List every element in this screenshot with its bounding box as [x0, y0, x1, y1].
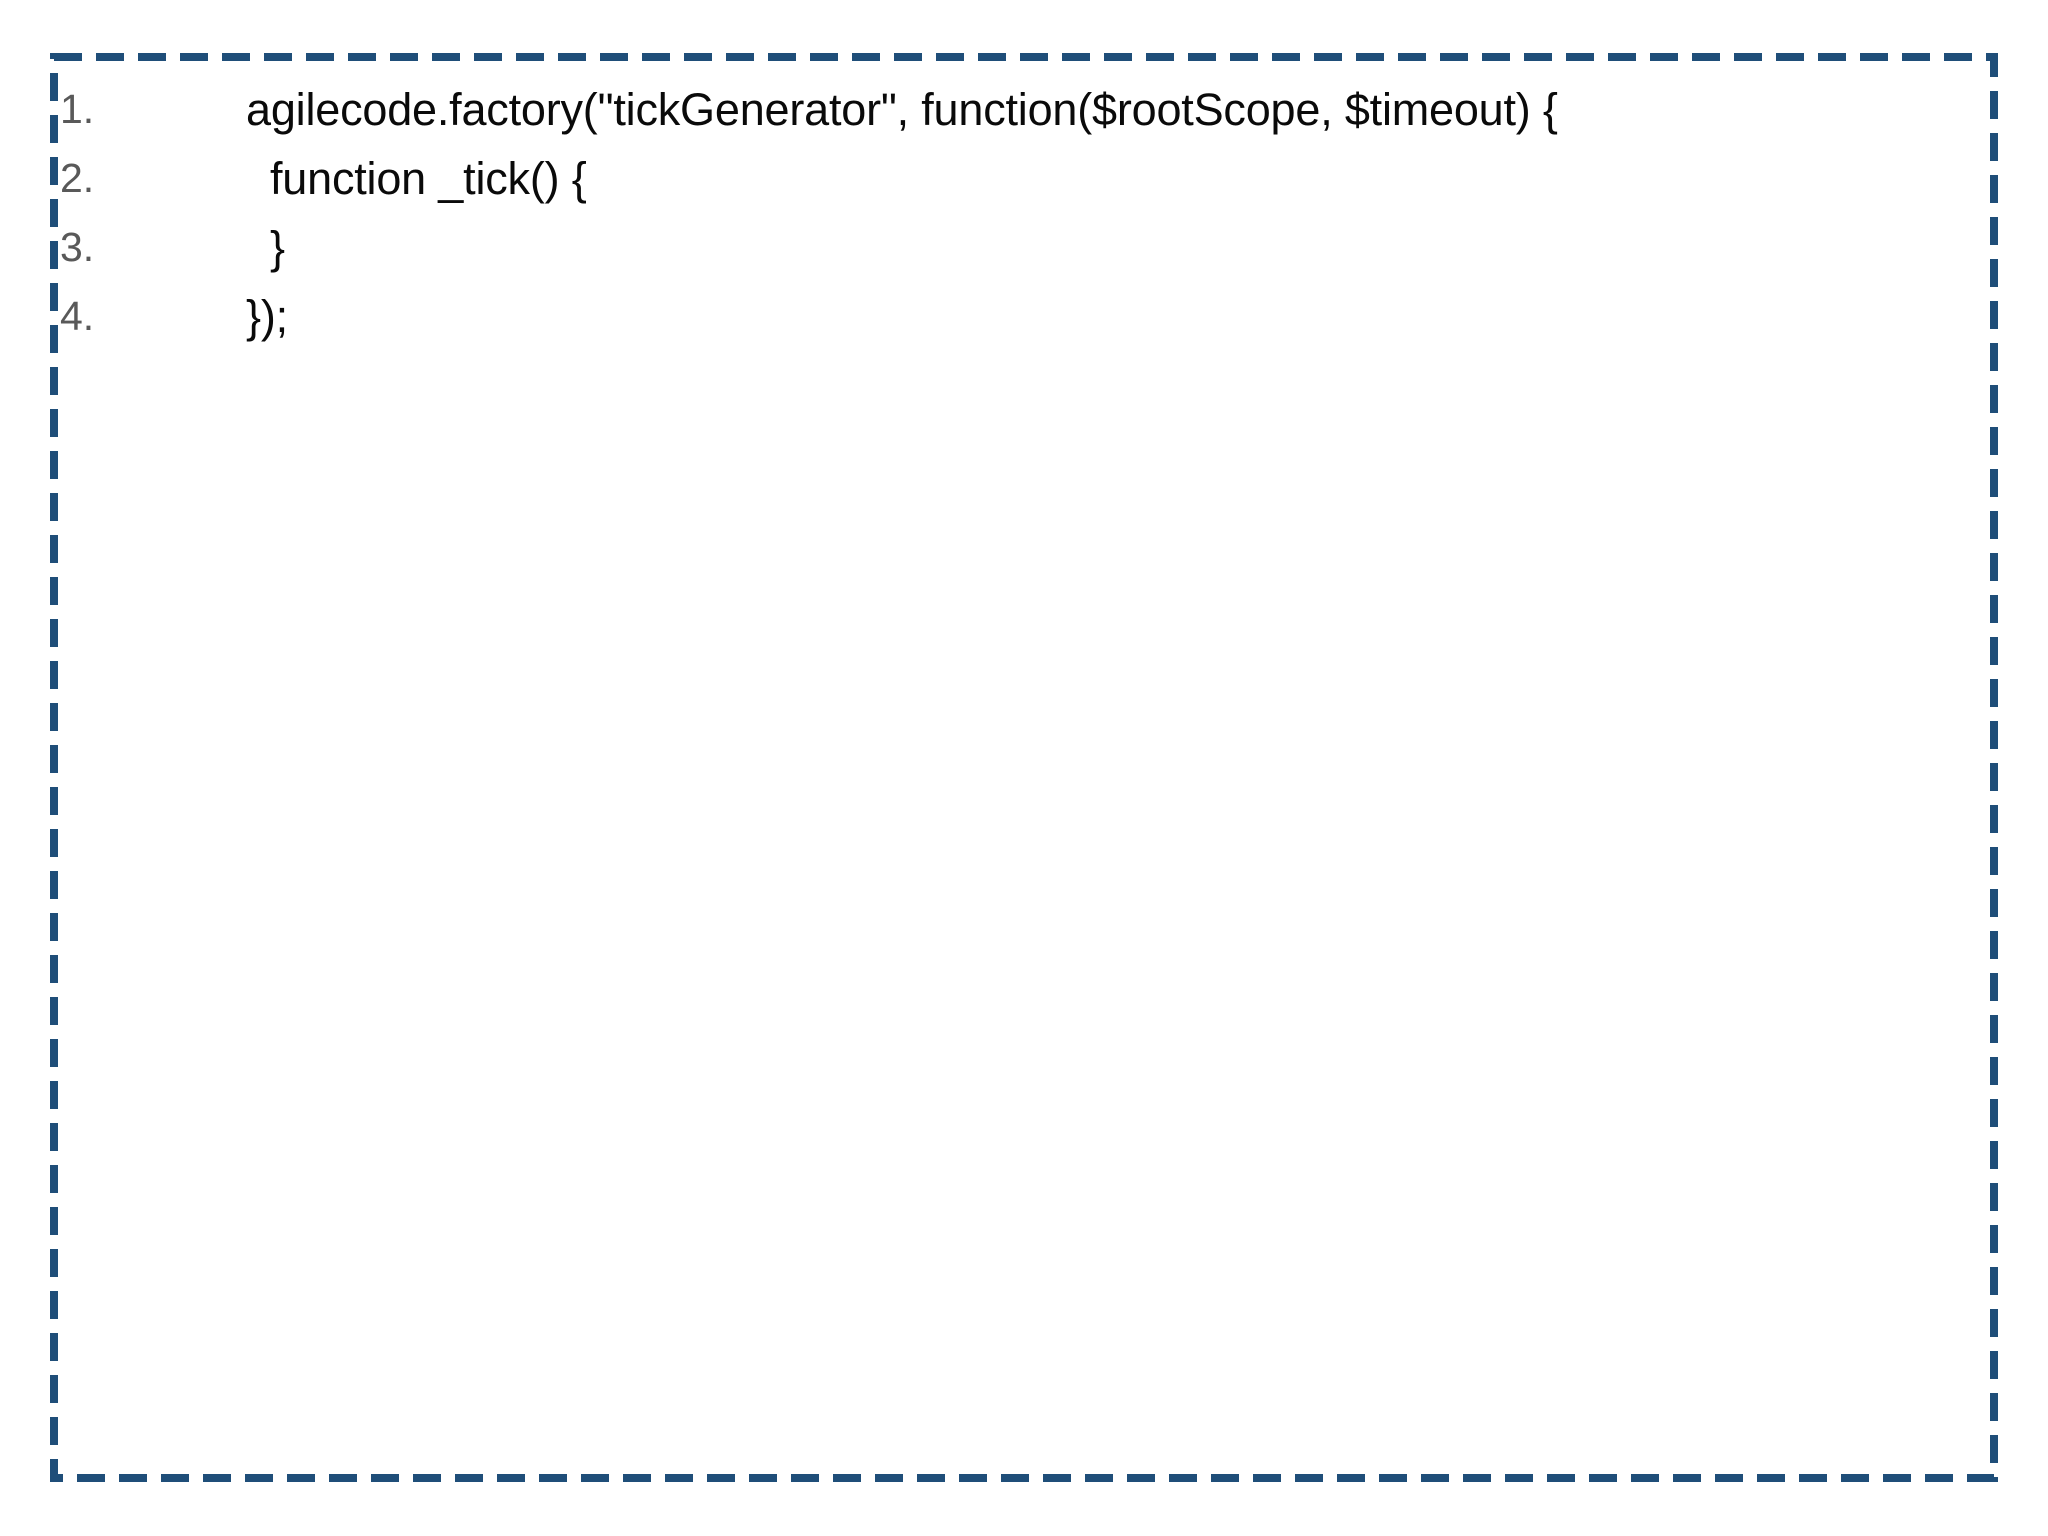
code-line: 1. agilecode.factory("tickGenerator", fu… — [50, 75, 1998, 144]
line-number: 1. — [60, 86, 95, 132]
code-line: 2. function _tick() { — [50, 144, 1998, 213]
line-code-text: }); — [246, 291, 288, 342]
line-number: 3. — [60, 224, 95, 270]
line-number: 2. — [60, 155, 95, 201]
code-block-container: 1. agilecode.factory("tickGenerator", fu… — [50, 53, 1998, 1482]
code-line: 3. } — [50, 213, 1998, 282]
code-line-list: 1. agilecode.factory("tickGenerator", fu… — [50, 75, 1998, 351]
code-line: 4. }); — [50, 282, 1998, 351]
line-number: 4. — [60, 293, 95, 339]
line-code-text: } — [270, 222, 285, 273]
line-code-text: function _tick() { — [270, 153, 587, 204]
line-code-text: agilecode.factory("tickGenerator", funct… — [246, 84, 1558, 135]
